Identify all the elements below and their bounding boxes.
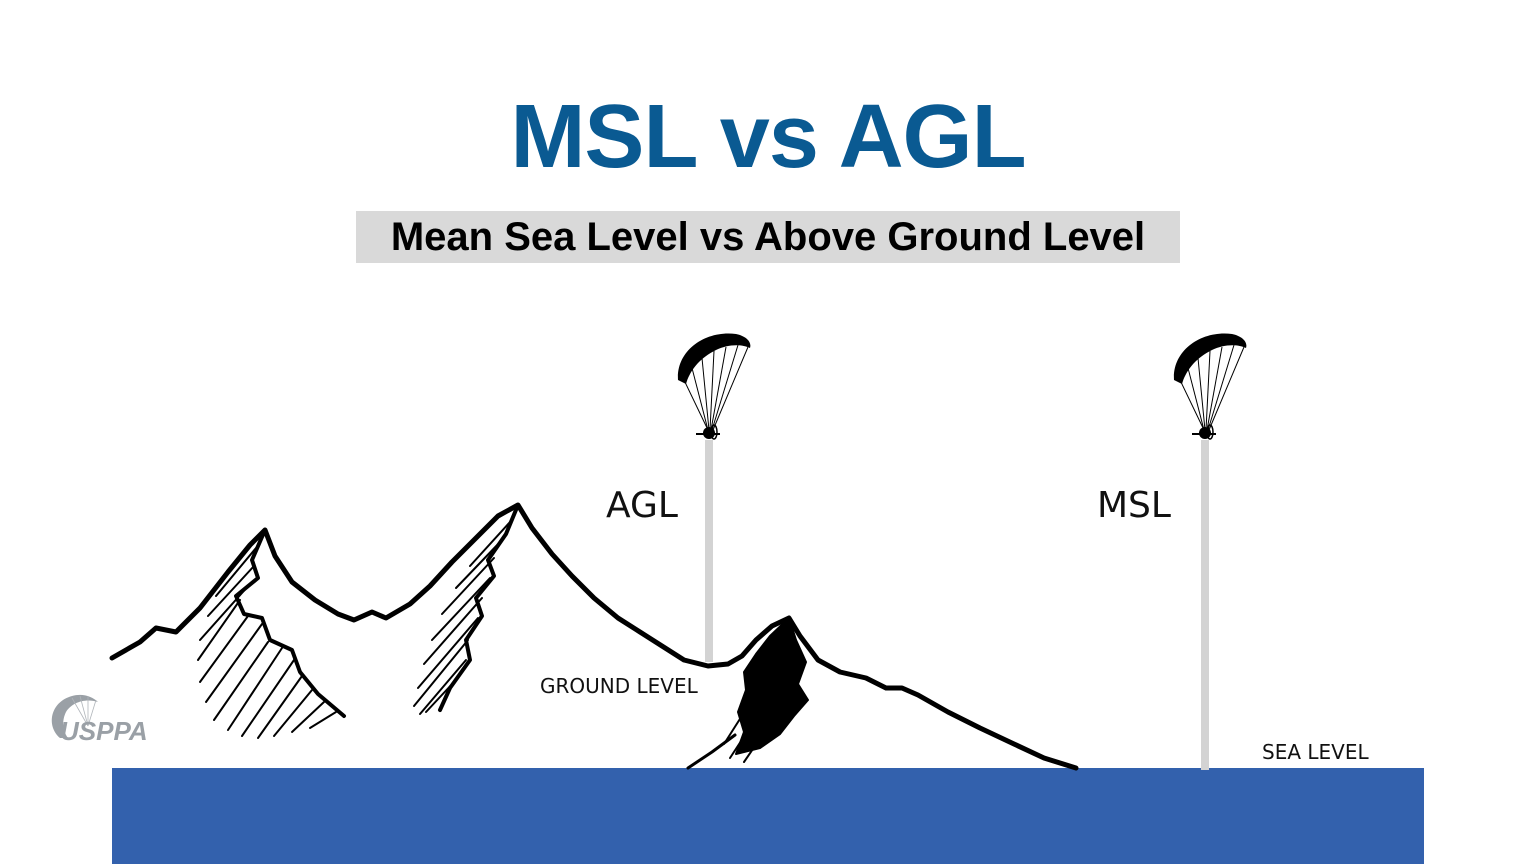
sea-level-label: SEA LEVEL [1262,740,1369,764]
paramotor-icon [1173,333,1247,440]
mountains-illustration [109,502,1079,771]
sea-level-band [112,768,1424,864]
agl-label: AGL [606,485,678,526]
page-subtitle: Mean Sea Level vs Above Ground Level [356,211,1180,263]
msl-altitude-line [1201,440,1209,770]
paramotor-icon [677,333,751,440]
agl-altitude-line [705,440,713,662]
usppa-logo-text: USPPA [60,716,148,746]
page-title: MSL vs AGL [510,87,1026,187]
usppa-logo: USPPA [51,694,148,746]
ground-level-label: GROUND LEVEL [540,674,698,698]
msl-label: MSL [1097,485,1171,526]
